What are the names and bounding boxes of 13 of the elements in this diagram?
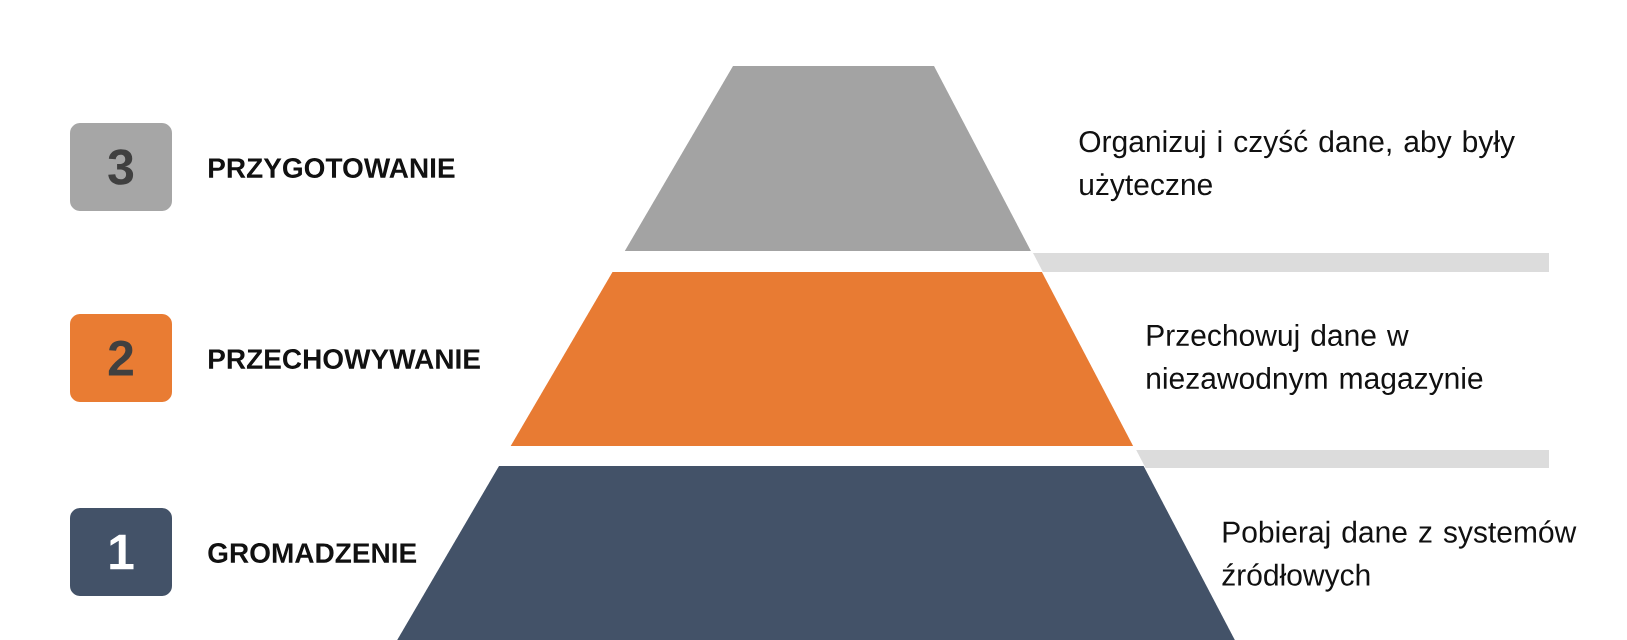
number-box: 3 (70, 123, 172, 211)
pyramid-tier (510, 272, 1134, 446)
heading-text: PRZYGOTOWANIE (209, 158, 455, 178)
heading-text: GROMADZENIE (208, 543, 417, 563)
number-box: 1 (70, 508, 172, 596)
heading-text: PRZECHOWYWANIE (209, 349, 480, 369)
number-box: 2 (70, 314, 172, 402)
separator-bar (1033, 253, 1549, 272)
description-text: Pobieraj dane z systemów źródłowych (1222, 520, 1577, 592)
description-text: Organizuj i czyść dane, aby były użyteczne (1079, 129, 1515, 202)
description-text: Przechowuj dane w niezawodnym magazynie (1147, 324, 1483, 395)
pyramid-tier (624, 66, 1031, 251)
separator-bar (1136, 450, 1549, 468)
